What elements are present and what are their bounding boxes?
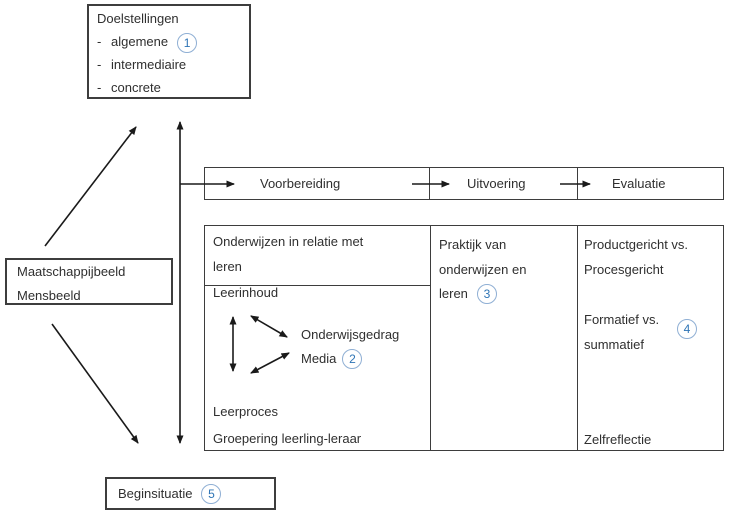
maatschappijbeeld-box: Maatschappijbeeld Mensbeeld xyxy=(5,258,173,305)
dash-bullet: - xyxy=(97,57,102,72)
badge-1: 1 xyxy=(177,32,198,53)
col3-procesgericht: Procesgericht xyxy=(584,262,664,277)
flow-divider-1 xyxy=(429,168,430,199)
col1-media-label: Media xyxy=(301,351,337,366)
flow-step-evaluatie: Evaluatie xyxy=(612,176,666,191)
col2-line1: Praktijk van xyxy=(439,237,507,252)
doelstellingen-item-concrete: -concrete xyxy=(97,76,249,99)
col1-header-line1: Onderwijzen in relatie met xyxy=(213,234,364,249)
badge-5: 5 xyxy=(201,483,222,504)
table-divider-2 xyxy=(577,226,578,450)
item-label: concrete xyxy=(111,80,161,95)
col1-leerinhoud: Leerinhoud xyxy=(213,285,279,300)
arrow-maatschappij-to-beginsituatie xyxy=(51,323,139,444)
doelstellingen-title: Doelstellingen xyxy=(97,11,179,26)
col3-productgericht: Productgericht vs. xyxy=(584,237,689,252)
table-divider-1 xyxy=(430,226,431,450)
maatschappijbeeld-label: Maatschappijbeeld xyxy=(17,264,126,279)
item-label: algemene xyxy=(111,34,169,49)
col3-summatief: summatief xyxy=(584,337,644,352)
process-flow-bar: Voorbereiding Uitvoering Evaluatie xyxy=(204,167,724,200)
dash-bullet: - xyxy=(97,80,102,95)
badge-2: 2 xyxy=(342,348,363,369)
item-label: intermediaire xyxy=(111,57,187,72)
col1-header-line2: leren xyxy=(213,259,242,274)
model-table: Onderwijzen in relatie met leren Leerinh… xyxy=(204,225,724,451)
col1-onderwijsgedrag: Onderwijsgedrag xyxy=(301,327,400,342)
beginsituatie-box: Beginsituatie 5 xyxy=(105,477,276,510)
doelstellingen-item-algemene: -algemene 1 xyxy=(97,30,249,53)
doelstellingen-item-intermediaire: -intermediaire xyxy=(97,53,249,76)
arrow-maatschappij-to-doelstellingen xyxy=(44,126,137,247)
col2-line3: leren xyxy=(439,286,468,301)
flow-divider-2 xyxy=(577,168,578,199)
beginsituatie-label: Beginsituatie xyxy=(118,486,193,501)
col2-line2: onderwijzen en xyxy=(439,262,527,277)
flow-step-voorbereiding: Voorbereiding xyxy=(260,176,341,191)
col3-formatief: Formatief vs. xyxy=(584,312,660,327)
mensbeeld-label: Mensbeeld xyxy=(17,288,81,303)
col2-line3-row: leren 3 xyxy=(439,281,497,306)
flow-step-uitvoering: Uitvoering xyxy=(467,176,526,191)
dash-bullet: - xyxy=(97,34,102,49)
col1-leerproces: Leerproces xyxy=(213,404,279,419)
badge-4: 4 xyxy=(677,319,697,339)
col1-groepering: Groepering leerling-leraar xyxy=(213,431,362,446)
col1-media-row: Media 2 xyxy=(301,346,363,371)
badge-3: 3 xyxy=(476,283,497,304)
col1-header-underline xyxy=(205,285,430,286)
col3-zelfreflectie: Zelfreflectie xyxy=(584,432,652,447)
